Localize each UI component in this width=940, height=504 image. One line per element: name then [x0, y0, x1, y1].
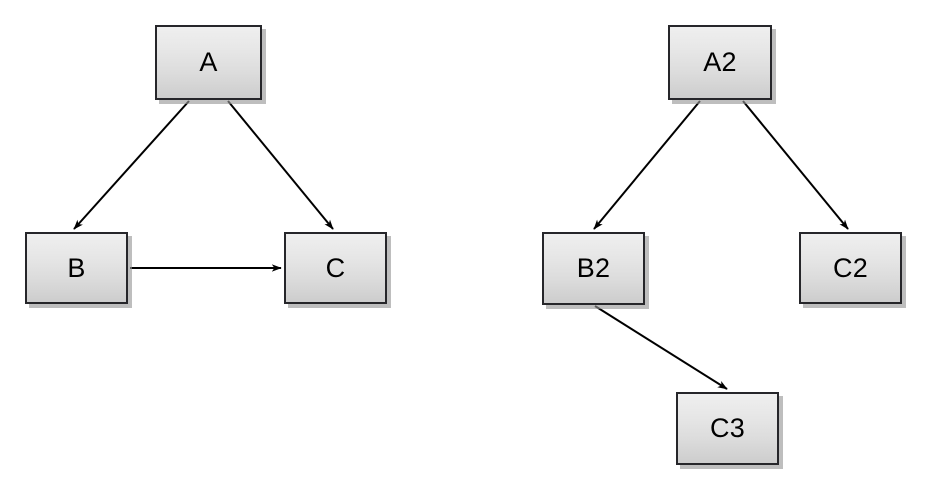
node-a2[interactable]: A2	[668, 25, 772, 100]
node-label: B	[67, 252, 86, 283]
node-b2[interactable]: B2	[542, 232, 645, 305]
node-label: C3	[709, 413, 746, 443]
edge-a-to-b	[73, 100, 190, 230]
edge-a-to-c	[227, 100, 334, 230]
node-c2[interactable]: C2	[799, 232, 902, 304]
node-label: A2	[703, 47, 737, 77]
node-label: C2	[832, 252, 869, 283]
edges-group	[73, 100, 849, 390]
node-b[interactable]: B	[25, 232, 128, 304]
edge-b2-to-c3	[594, 305, 728, 390]
node-label: A	[199, 47, 218, 77]
edge-a2-to-b2	[593, 100, 701, 230]
node-a[interactable]: A	[155, 25, 262, 100]
edge-a2-to-c2	[742, 100, 849, 230]
node-c3[interactable]: C3	[676, 392, 779, 465]
node-label: B2	[576, 253, 611, 283]
node-c[interactable]: C	[284, 232, 387, 304]
node-label: C	[325, 252, 346, 283]
